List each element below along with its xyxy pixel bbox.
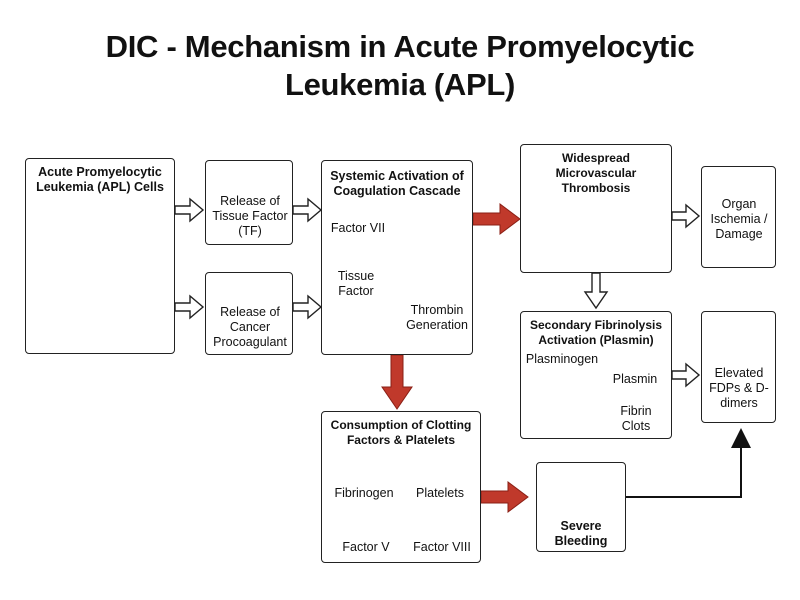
fibrinolysis-label: Secondary Fibrinolysis Activation (Plasm… <box>529 318 663 347</box>
factor-viii-label: Factor VIII <box>413 540 471 554</box>
fibrin-clots-label: Fibrin Clots <box>620 404 652 433</box>
tissue-factor-label: Release of Tissue Factor (TF) <box>212 194 288 238</box>
red-arrow-activation-to-thrombosis <box>472 203 521 235</box>
microvascular-thrombosis-box: Widespread Microvascular Thrombosis <box>520 144 672 273</box>
line-bleeding-to-fdps <box>626 428 751 498</box>
cancer-procoagulant-label: Release of Cancer Procoagulant <box>213 305 287 349</box>
hollow-arrow-apl-to-tf <box>174 197 205 223</box>
factor-v-label: Factor V <box>342 540 390 554</box>
severe-bleeding-box: Severe Bleeding <box>536 462 626 552</box>
red-arrow-consumption-to-bleeding <box>480 481 529 513</box>
fdps-box: Elevated FDPs & D-dimers <box>701 311 776 423</box>
fibrinogen-label: Fibrinogen <box>334 486 394 500</box>
apl-cells-box: Acute Promyelocytic Leukemia (APL) Cells <box>25 158 175 354</box>
tissue-factor-small-label: Tissue Factor <box>337 269 375 298</box>
plasmin-label: Plasmin <box>612 372 658 386</box>
apl-cells-label: Acute Promyelocytic Leukemia (APL) Cells <box>36 165 164 194</box>
consumption-box: Consumption of Clotting Factors & Platel… <box>321 411 481 563</box>
red-arrow-activation-to-consumption <box>381 354 413 410</box>
tissue-factor-box: Release of Tissue Factor (TF) <box>205 160 293 245</box>
plasminogen-label: Plasminogen <box>525 352 599 366</box>
platelets-label: Platelets <box>416 486 464 500</box>
thrombin-generation-label: Thrombin Generation <box>406 303 468 332</box>
fdps-label: Elevated FDPs & D-dimers <box>709 366 769 410</box>
hollow-arrow-procoagulant-to-activation <box>292 294 323 320</box>
systemic-activation-box: Systemic Activation of Coagulation Casca… <box>321 160 473 355</box>
hollow-arrow-fibrinolysis-to-fdps <box>671 362 701 388</box>
consumption-label: Consumption of Clotting Factors & Platel… <box>330 418 472 447</box>
organ-ischemia-box: Organ Ischemia / Damage <box>701 166 776 268</box>
diagram-title: DIC - Mechanism in Acute Promyelocytic L… <box>105 29 695 102</box>
systemic-activation-label: Systemic Activation of Coagulation Casca… <box>330 169 464 198</box>
microvascular-thrombosis-label: Widespread Microvascular Thrombosis <box>555 151 637 195</box>
hollow-arrow-tf-to-activation <box>292 197 323 223</box>
hollow-arrow-apl-to-procoagulant <box>174 294 205 320</box>
fibrinolysis-box: Secondary Fibrinolysis Activation (Plasm… <box>520 311 672 439</box>
factor-vii-label: Factor VII <box>330 221 386 235</box>
severe-bleeding-label: Severe Bleeding <box>554 519 608 548</box>
hollow-arrow-thrombosis-to-ischemia <box>671 203 701 229</box>
organ-ischemia-label: Organ Ischemia / Damage <box>710 197 768 241</box>
cancer-procoagulant-box: Release of Cancer Procoagulant <box>205 272 293 355</box>
hollow-arrow-thrombosis-to-fibrinolysis <box>583 272 609 310</box>
